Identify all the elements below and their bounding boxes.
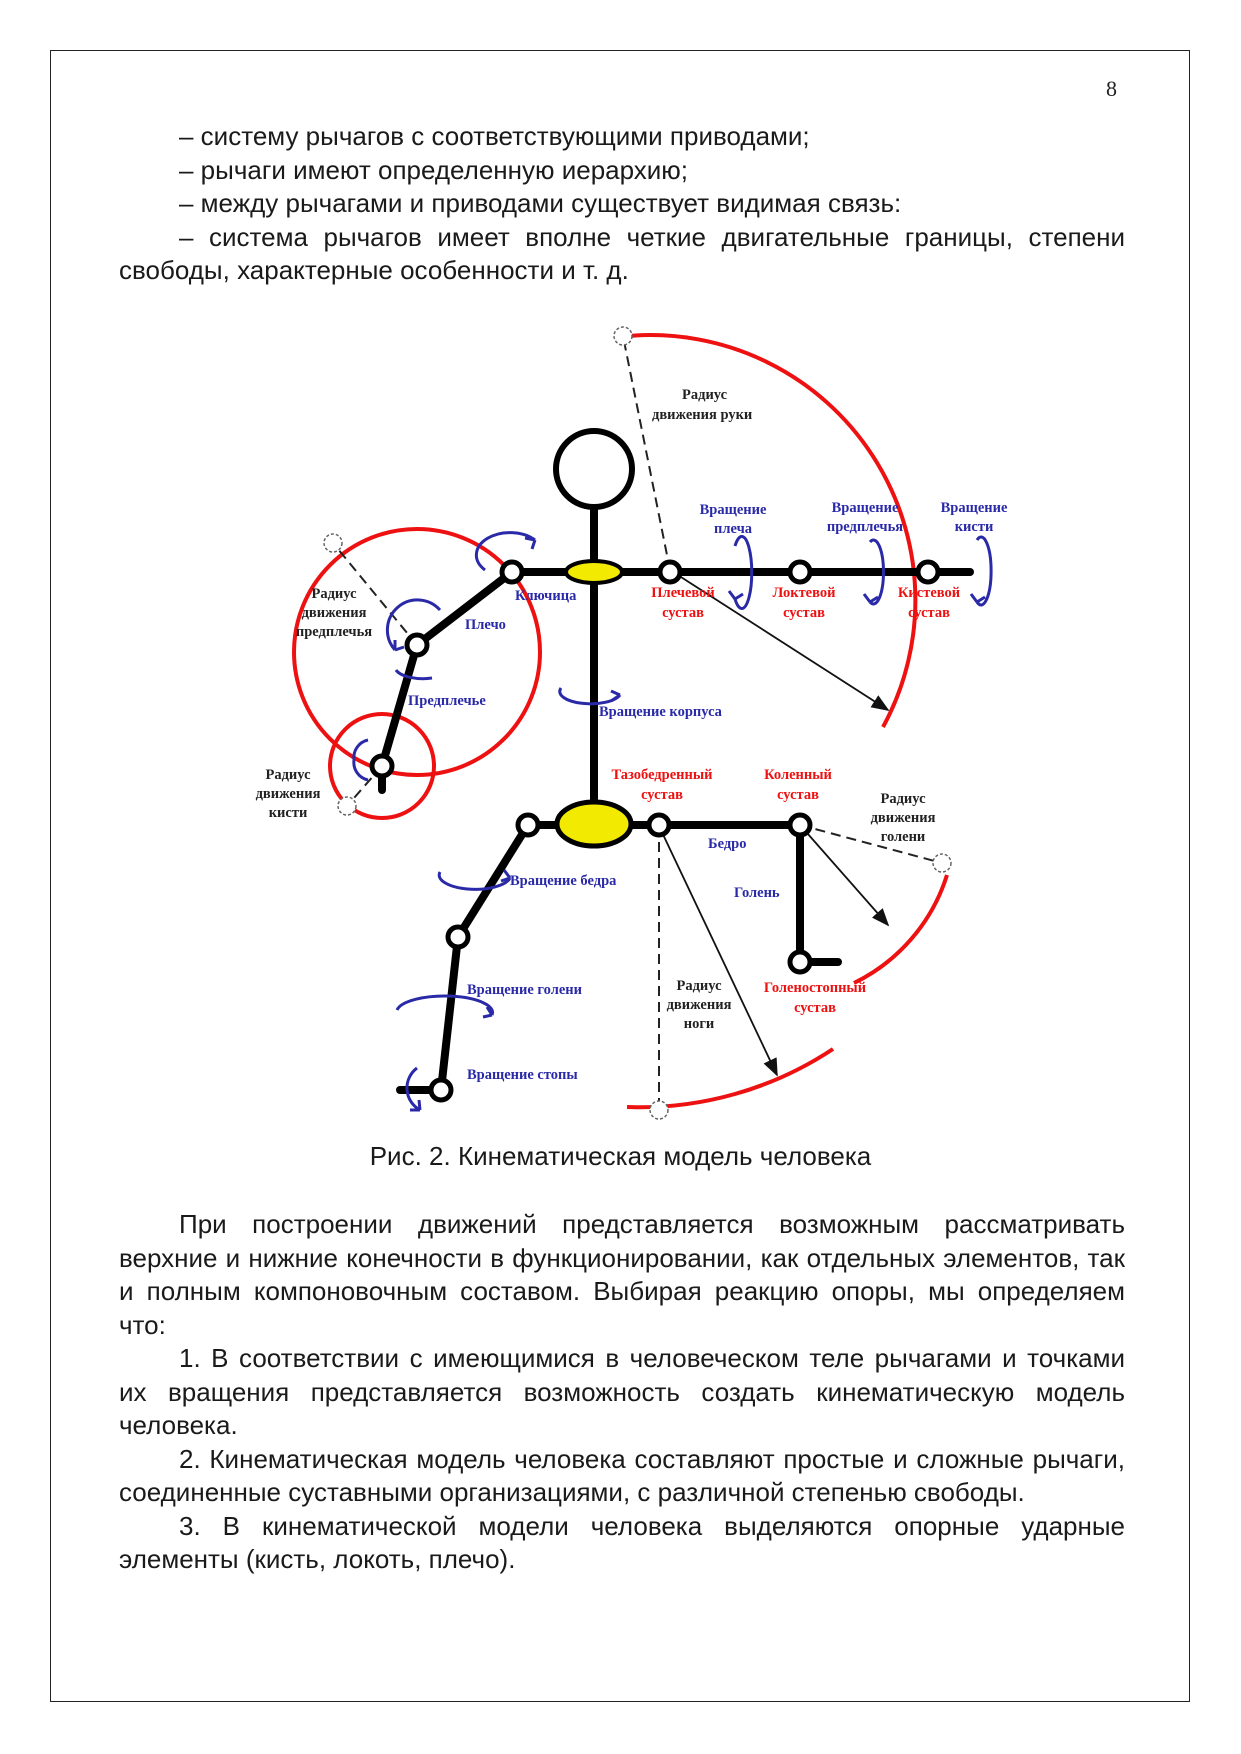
shin-radius-arc [853, 874, 949, 985]
arm-radius-label: движения руки [652, 407, 752, 423]
numbered-item: 1. В соответствии с имеющимися в человеч… [119, 1343, 1125, 1440]
intro-item: – система рычагов имеет вполне четкие дв… [119, 221, 1125, 286]
foot-rotation-label: Вращение стопы [467, 1067, 578, 1083]
clavicle-label: Ключица [515, 588, 577, 604]
torso-rotation-label: Вращение корпуса [599, 704, 723, 720]
left-ankle-joint [428, 1077, 454, 1103]
hip-joint-label: сустав [641, 787, 683, 803]
ankle-joint [787, 949, 813, 975]
knee-joint [787, 812, 813, 838]
clavicle-center [564, 559, 624, 585]
forearm-rotation-label: предплечья [827, 519, 903, 535]
intro-item: – систему рычагов с соответствующими при… [179, 121, 810, 151]
wrist-joint-label: сустав [908, 605, 950, 621]
forearm-rotation-label: Вращение [832, 500, 899, 516]
clavicle-joint [499, 559, 525, 585]
leg-radius-label: Радиус [676, 978, 722, 994]
ankle-joint-label: сустав [794, 1000, 836, 1016]
body-text: При построении движений представляется в… [119, 1208, 1125, 1577]
knee-joint-label: Коленный [764, 767, 832, 783]
elbow-joint-label: сустав [783, 605, 825, 621]
forearm-radius-label: Радиус [311, 586, 357, 602]
hand-radius-label: движения [256, 786, 321, 802]
thigh-rotation-label: Вращение бедра [510, 873, 617, 889]
hand-rotation-label: Вращение [941, 500, 1008, 516]
shin-radius-label: движения [871, 810, 936, 826]
leg-radius-arc [626, 1047, 835, 1110]
intro-item: – рычаги имеют определенную иерархию; [179, 154, 689, 185]
arm-radius-label: Радиус [682, 387, 728, 403]
shoulder-joint-label: сустав [662, 605, 704, 621]
forearm-radius-label: предплечья [296, 624, 372, 640]
hand-rotation-label: кисти [955, 519, 994, 535]
thigh-label: Бедро [708, 836, 746, 852]
elbow-joint [787, 559, 813, 585]
shin-radius-label: Радиус [880, 791, 926, 807]
body-paragraph: При построении движений представляется в… [119, 1209, 1125, 1340]
shoulder-joint [657, 559, 683, 585]
hand-radius-circle [328, 712, 436, 820]
numbered-item: 3. В кинематической модели человека выде… [119, 1510, 1125, 1575]
elbow-joint-label: Локтевой [773, 585, 836, 601]
shin-radius-label: голени [881, 829, 926, 845]
shoulder-rotation-label: Вращение [700, 502, 767, 518]
shin-label: Голень [734, 885, 780, 901]
hand-radius-label: кисти [269, 805, 308, 821]
right-hip-joint [646, 812, 672, 838]
left-wrist-joint [369, 753, 395, 779]
intro-item: – между рычагами и приводами существует … [179, 188, 902, 218]
leg-radius-label: движения [667, 997, 732, 1013]
left-elbow-joint [404, 632, 430, 658]
figure-caption: Рис. 2. Кинематическая модель человека [369, 1141, 872, 1171]
page-number: 8 [1106, 76, 1117, 101]
wrist-joint-label: Кистевой [898, 585, 960, 601]
numbered-item: 2. Кинематическая модель человека состав… [119, 1443, 1125, 1508]
wrist-joint [915, 559, 941, 585]
hand-radius-label: Радиус [265, 767, 311, 783]
shoulder-rotation-label: плеча [714, 521, 753, 537]
ankle-joint-label: Голеностопный [764, 980, 866, 996]
left-hip-joint [515, 812, 541, 838]
shoulder-joint-label: Плечевой [651, 585, 714, 601]
arm-radius-arc [627, 333, 918, 728]
forearm-label: Предплечье [408, 693, 486, 709]
head [553, 428, 635, 510]
pelvis [554, 799, 634, 849]
intro-list: – систему рычагов с соответствующими при… [119, 120, 1125, 288]
knee-joint-label: сустав [777, 787, 819, 803]
page-border [50, 50, 1190, 1702]
leg-radius-label: ноги [684, 1016, 715, 1032]
hip-joint-label: Тазобедренный [611, 767, 712, 783]
forearm-radius-circle [292, 527, 542, 777]
left-knee-joint [445, 924, 471, 950]
upper-arm-label: Плечо [465, 617, 506, 633]
shin-rotation-label: Вращение голени [467, 982, 582, 998]
forearm-radius-label: движения [302, 605, 367, 621]
